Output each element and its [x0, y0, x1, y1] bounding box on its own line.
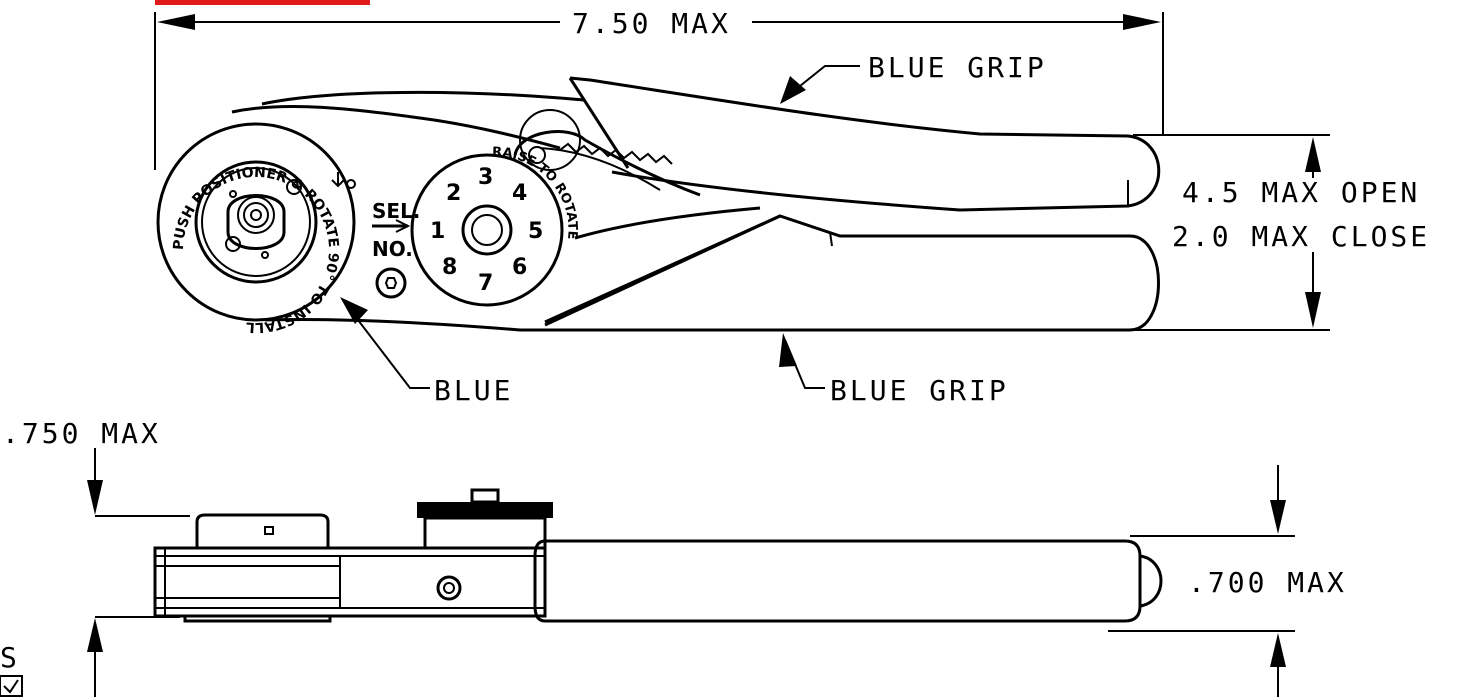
callout-body: BLUE	[340, 297, 513, 407]
set-screw	[375, 267, 407, 299]
close-dimension-label: 2.0 MAX CLOSE	[1172, 220, 1430, 253]
edge-fragment-check	[3, 679, 19, 694]
callout-lower-grip: BLUE GRIP	[779, 333, 1009, 407]
top-thickness-dimension	[87, 448, 190, 697]
dial-number-4: 4	[512, 181, 527, 206]
handle-thickness-dimension: .700 MAX	[1108, 465, 1347, 697]
upper-arm-inner	[231, 104, 561, 150]
dial-number-1: 1	[430, 219, 445, 244]
upper-arm	[261, 90, 585, 106]
upper-grip	[568, 76, 1161, 212]
lower-arm	[264, 317, 560, 332]
callout-upper-grip: BLUE GRIP	[780, 51, 1047, 104]
body-label: BLUE	[434, 374, 513, 407]
overall-length-label: 7.50 MAX	[572, 7, 731, 40]
upper-handle-edge	[574, 206, 761, 240]
dial-number-8: 8	[442, 255, 457, 280]
lower-grip	[540, 214, 1160, 332]
dial-number-6: 6	[512, 255, 527, 280]
handle-thickness-label: .700 MAX	[1188, 566, 1347, 599]
side-view	[153, 488, 1163, 623]
edge-fragment-box	[0, 675, 23, 697]
dial-number-5: 5	[528, 219, 543, 244]
dial-number-3: 3	[478, 165, 493, 190]
dial-number-7: 7	[478, 271, 493, 296]
edge-fragment-text: S	[0, 641, 20, 674]
positioner-head: PUSH POSITIONER & ROTATE 90° TO INSTALL	[156, 122, 356, 335]
open-close-dimension: 4.5 MAX OPEN 2.0 MAX CLOSE	[1108, 134, 1430, 331]
no-label: NO.	[372, 237, 413, 261]
ratchet-mechanism	[513, 109, 701, 197]
thickness-top-label: .750 MAX	[2, 417, 161, 450]
lower-grip-label: BLUE GRIP	[830, 374, 1009, 407]
overall-length-dimension: 7.50 MAX	[154, 7, 1164, 170]
dial-number-2: 2	[446, 181, 461, 206]
header-red-bar	[155, 0, 370, 5]
open-dimension-label: 4.5 MAX OPEN	[1182, 176, 1420, 209]
upper-grip-label: BLUE GRIP	[868, 51, 1047, 84]
